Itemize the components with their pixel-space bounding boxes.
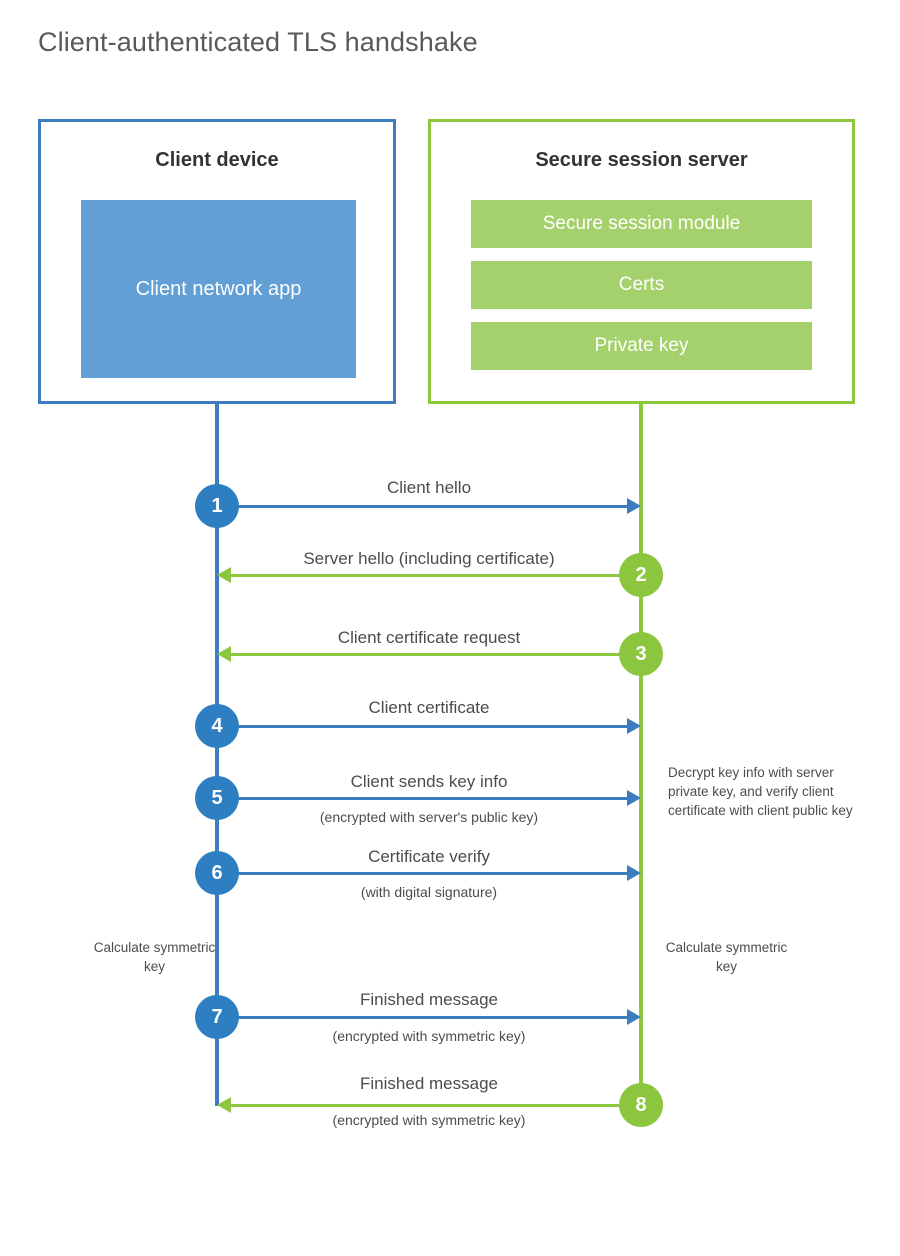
step-4-marker[interactable]: 4 — [195, 704, 239, 748]
page-title: Client-authenticated TLS handshake — [38, 27, 478, 57]
step-7-arrow-line — [217, 1016, 627, 1019]
step-1-arrow-line — [217, 505, 627, 508]
step-2-arrow-line — [231, 574, 641, 577]
secure-session-server-box: Secure session server Secure session mod… — [428, 119, 855, 404]
step-4-label: Client certificate — [368, 698, 490, 717]
client-lifeline — [215, 404, 219, 1106]
step-6-marker[interactable]: 6 — [195, 851, 239, 895]
step-1-label: Client hello — [386, 478, 472, 497]
client-network-app-block: Client network app — [81, 200, 356, 378]
step-5-arrow-line — [217, 797, 627, 800]
step-6-label: Certificate verify — [368, 847, 490, 866]
step-1-marker[interactable]: 1 — [195, 484, 239, 528]
step-8-marker[interactable]: 8 — [619, 1083, 663, 1127]
step-1-arrow-head — [627, 498, 641, 514]
step-7-label: Finished message — [360, 990, 498, 1009]
server-component-certs: Certs — [471, 261, 812, 309]
step-8-label: Finished message — [360, 1074, 498, 1093]
step-2-arrow-head — [217, 567, 231, 583]
step-2-marker[interactable]: 2 — [619, 553, 663, 597]
step-5-marker[interactable]: 5 — [195, 776, 239, 820]
step-3-arrow-head — [217, 646, 231, 662]
step-5-sublabel: (encrypted with server's public key) — [319, 809, 539, 825]
server-component-private-key: Private key — [471, 322, 812, 370]
step-3-label: Client certificate request — [337, 628, 521, 647]
secure-session-server-title: Secure session server — [535, 149, 748, 171]
client-device-box: Client device Client network app — [38, 119, 396, 404]
step-3-marker[interactable]: 3 — [619, 632, 663, 676]
client-device-title: Client device — [155, 149, 279, 171]
step-8-arrow-line — [231, 1104, 641, 1107]
step-6-arrow-head — [627, 865, 641, 881]
step-6-arrow-line — [217, 872, 627, 875]
server-component-stack: Secure session module Certs Private key — [471, 200, 812, 383]
step-4-arrow-head — [627, 718, 641, 734]
step-3-arrow-line — [231, 653, 641, 656]
server-decrypt-note: Decrypt key info with server private key… — [668, 765, 853, 819]
step-4-arrow-line — [217, 725, 627, 728]
step-2-label: Server hello (including certificate) — [303, 549, 555, 568]
step-6-sublabel: (with digital signature) — [360, 884, 498, 900]
step-8-arrow-head — [217, 1097, 231, 1113]
step-7-marker[interactable]: 7 — [195, 995, 239, 1039]
server-component-secure-session-module: Secure session module — [471, 200, 812, 248]
client-calculate-symmetric-key-note: Calculate symmetric key — [93, 940, 216, 975]
step-7-arrow-head — [627, 1009, 641, 1025]
server-lifeline — [639, 404, 643, 1106]
step-5-label: Client sends key info — [350, 772, 508, 791]
step-8-sublabel: (encrypted with symmetric key) — [332, 1112, 526, 1128]
step-7-sublabel: (encrypted with symmetric key) — [332, 1028, 526, 1044]
server-calculate-symmetric-key-note: Calculate symmetric key — [665, 940, 788, 975]
step-5-arrow-head — [627, 790, 641, 806]
